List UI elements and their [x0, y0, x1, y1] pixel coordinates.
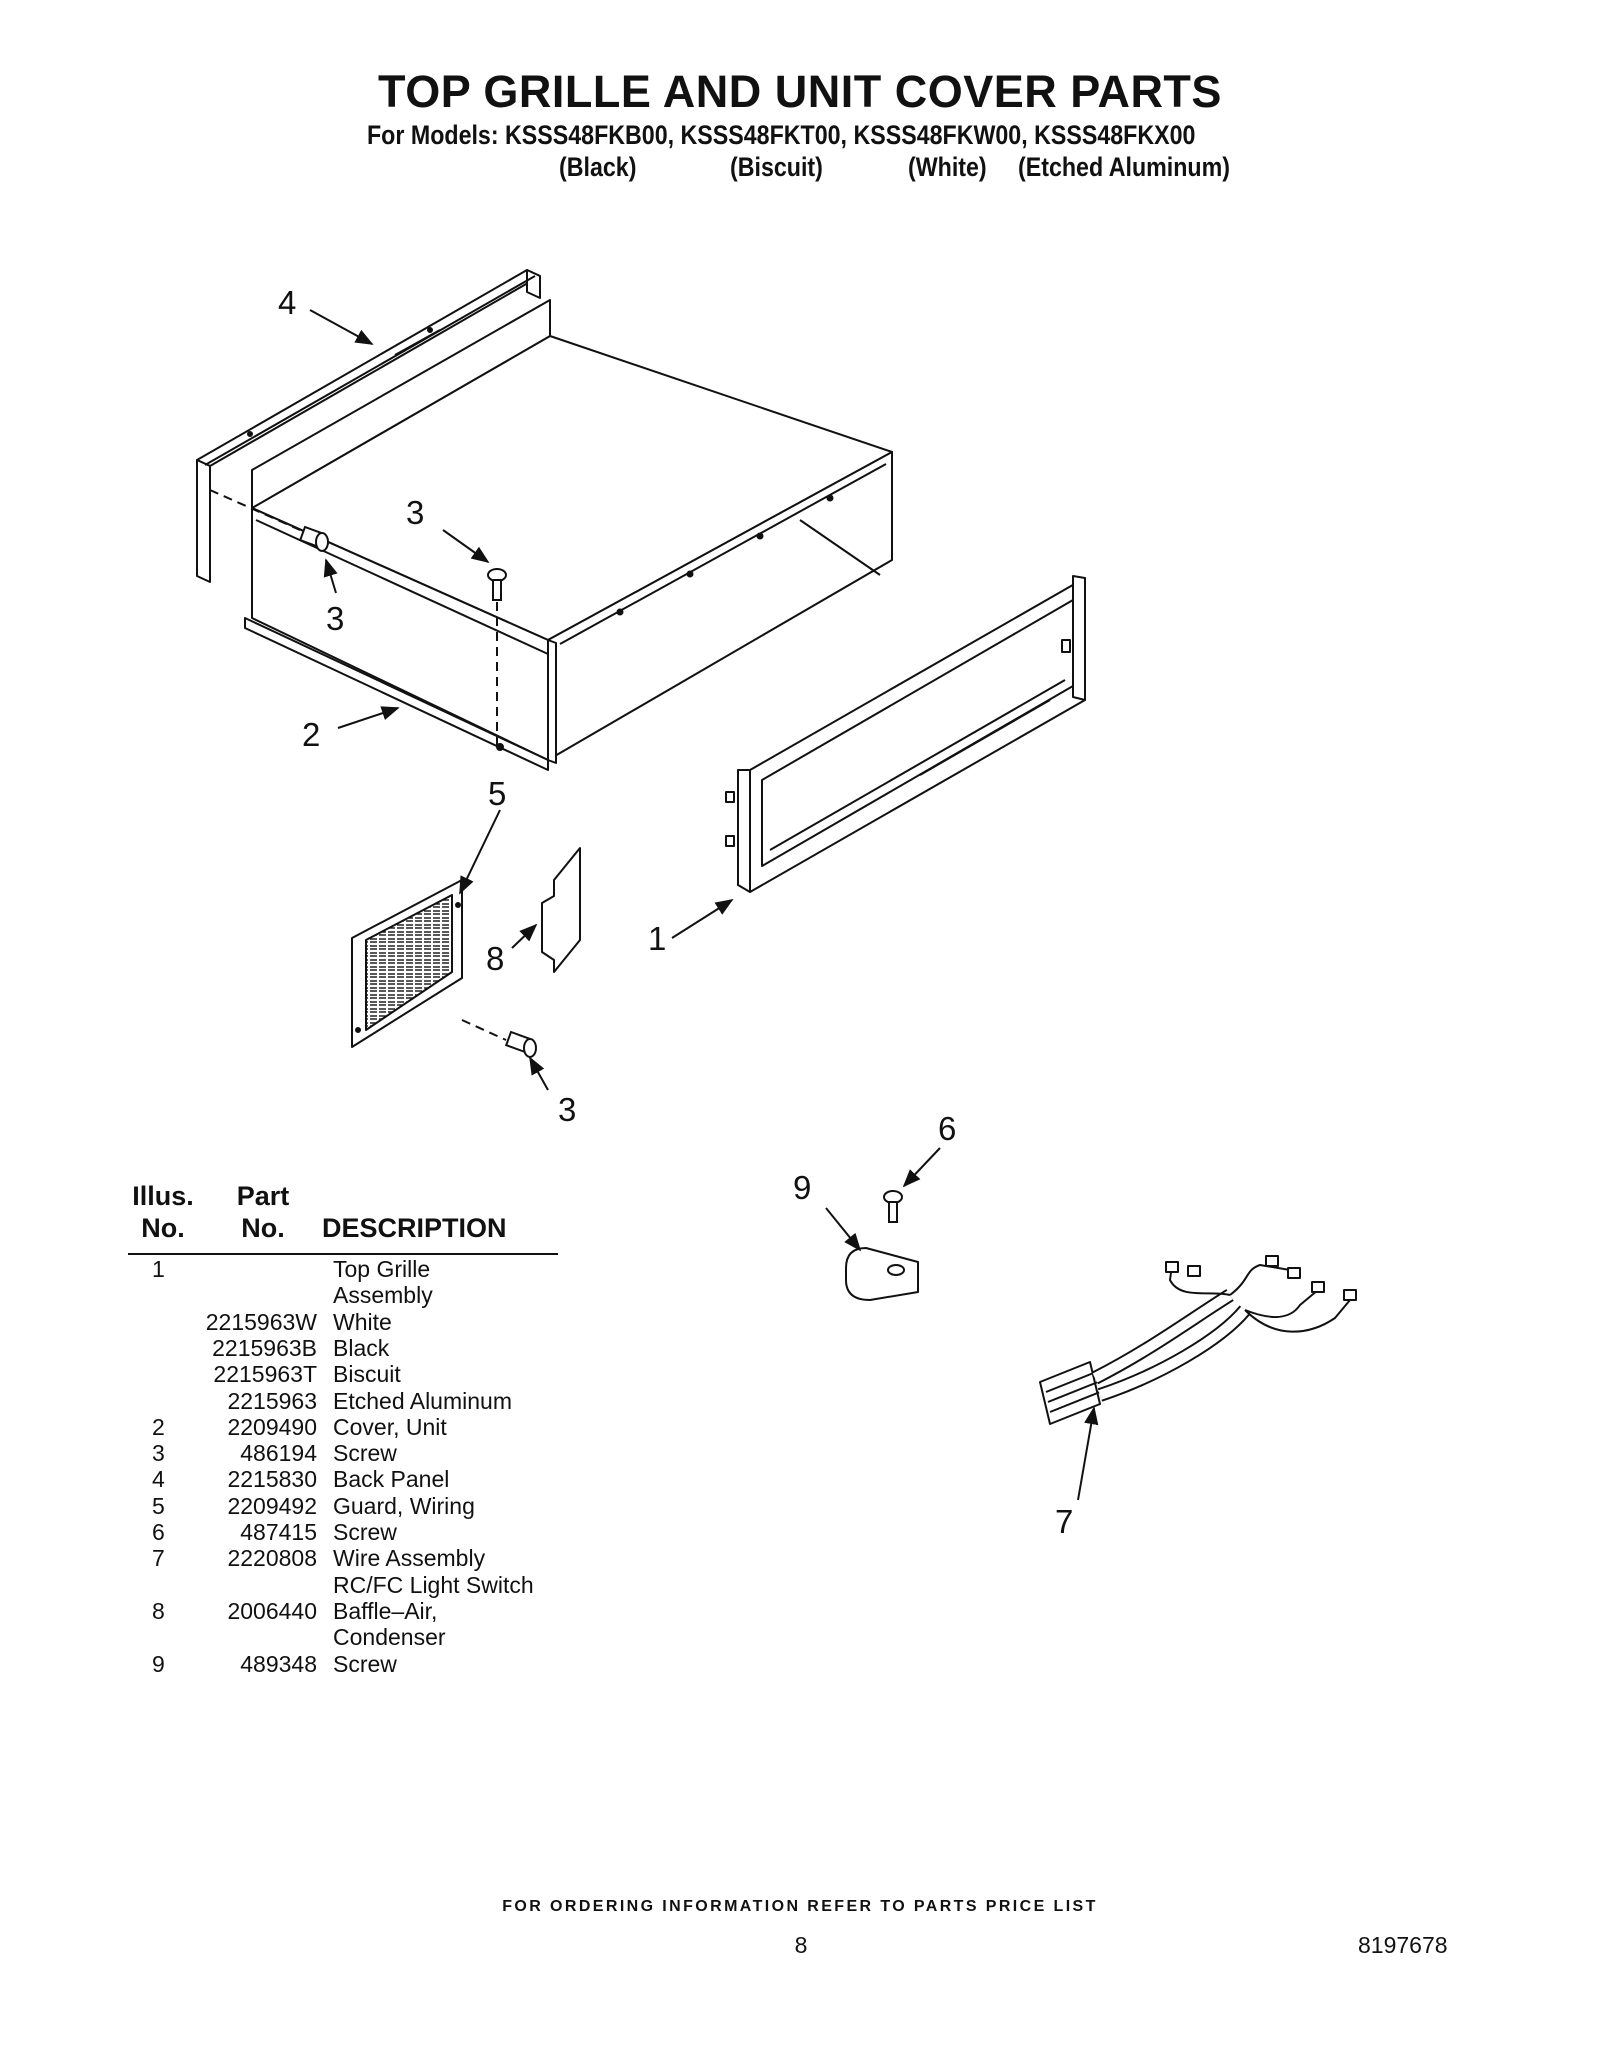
illus-no-cell: 3	[152, 1440, 165, 1467]
back-panel-part	[196, 269, 541, 583]
description-cell: Guard, Wiring	[333, 1492, 475, 1519]
description-cell: Black	[333, 1334, 390, 1361]
illus-no-cell: 2	[152, 1413, 165, 1440]
illus-no-cell: 7	[152, 1545, 165, 1572]
description-cell: Baffle–Air,	[333, 1597, 438, 1624]
part-no-cell: 2215963	[227, 1387, 317, 1414]
part-no-header: Part No.	[228, 1180, 298, 1244]
illus-no-cell: 5	[152, 1492, 165, 1519]
illus-no-cell: 6	[152, 1519, 165, 1545]
description-cell: Screw	[333, 1440, 397, 1467]
description-cell: Wire Assembly	[333, 1545, 486, 1572]
callout-9: 9	[793, 1169, 811, 1206]
part-no-cell: 2215830	[227, 1466, 317, 1493]
description-cell: Screw	[333, 1519, 397, 1545]
callout-4: 4	[278, 284, 296, 321]
description-header: DESCRIPTION	[322, 1213, 507, 1243]
screw-icon	[298, 525, 329, 552]
illus-no-cell: 8	[152, 1597, 165, 1624]
part-no-cell: 2215963T	[213, 1361, 317, 1388]
screw-icon	[504, 1030, 537, 1058]
illus-header-line2: No.	[141, 1213, 185, 1243]
part-no-cell: 2215963W	[205, 1308, 317, 1335]
leader-arrows	[309, 309, 1099, 1501]
document-number: 8197678	[1358, 1932, 1448, 1958]
exploded-parts-diagram: 4 3 3 2 5 8 1 3 6 9 7	[196, 269, 1357, 1540]
callout-1: 1	[648, 920, 666, 957]
description-cell: RC/FC Light Switch	[333, 1571, 534, 1598]
part-header-line2: No.	[241, 1213, 285, 1243]
variant-black: (Black)	[559, 152, 637, 182]
callout-3-side: 3	[326, 600, 344, 637]
variant-etched-aluminum: (Etched Aluminum)	[1018, 152, 1230, 182]
screw-icon	[883, 1190, 903, 1223]
callout-2: 2	[302, 716, 320, 753]
part-no-cell: 2006440	[227, 1597, 317, 1624]
page-title: TOP GRILLE AND UNIT COVER PARTS	[378, 66, 1222, 117]
part-no-cell: 2209492	[227, 1492, 317, 1519]
callout-3-upper: 3	[406, 494, 424, 531]
callout-3-lower: 3	[558, 1091, 576, 1128]
unit-cover-part	[244, 299, 893, 771]
part-no-cell: 487415	[240, 1519, 317, 1545]
description-cell: Screw	[333, 1650, 397, 1677]
description-cell: Etched Aluminum	[333, 1387, 512, 1414]
models-line: For Models: KSSS48FKB00, KSSS48FKT00, KS…	[367, 120, 1196, 150]
illus-header-line1: Illus.	[132, 1181, 194, 1211]
page-number: 8	[794, 1932, 808, 1958]
description-cell: Top Grille	[333, 1256, 431, 1282]
clamp-part	[845, 1247, 919, 1301]
air-baffle-part	[541, 847, 581, 973]
description-cell: White	[333, 1308, 392, 1335]
assembly-lines	[209, 489, 507, 1041]
illus-no-cell: 1	[152, 1256, 165, 1282]
callout-8: 8	[486, 940, 504, 977]
part-no-cell: 2220808	[227, 1545, 317, 1572]
description-cell: Condenser	[333, 1624, 446, 1651]
description-cell: Biscuit	[333, 1361, 401, 1388]
wire-harness-part	[1039, 1255, 1357, 1425]
variant-white: (White)	[908, 152, 987, 182]
top-grille-part	[725, 575, 1086, 893]
part-no-cell: 486194	[240, 1440, 317, 1467]
callout-6: 6	[938, 1110, 956, 1147]
description-cell: Assembly	[333, 1282, 433, 1309]
callout-7: 7	[1055, 1503, 1073, 1540]
screw-icon	[487, 568, 507, 601]
ordering-note: FOR ORDERING INFORMATION REFER TO PARTS …	[502, 1898, 1098, 1915]
part-no-cell: 2215963B	[212, 1334, 317, 1361]
part-no-cell: 2209490	[227, 1413, 317, 1440]
description-cell: Cover, Unit	[333, 1413, 447, 1440]
illus-no-cell: 4	[152, 1466, 165, 1493]
table-header-rule	[128, 1253, 558, 1255]
illus-no-header: Illus. No.	[128, 1180, 198, 1244]
callout-5: 5	[488, 775, 506, 812]
illus-no-cell: 9	[152, 1650, 165, 1677]
part-no-cell: 489348	[240, 1650, 317, 1677]
description-cell: Back Panel	[333, 1466, 450, 1493]
wiring-guard-part	[351, 879, 463, 1048]
variant-biscuit: (Biscuit)	[730, 152, 823, 182]
part-header-line1: Part	[236, 1181, 290, 1211]
